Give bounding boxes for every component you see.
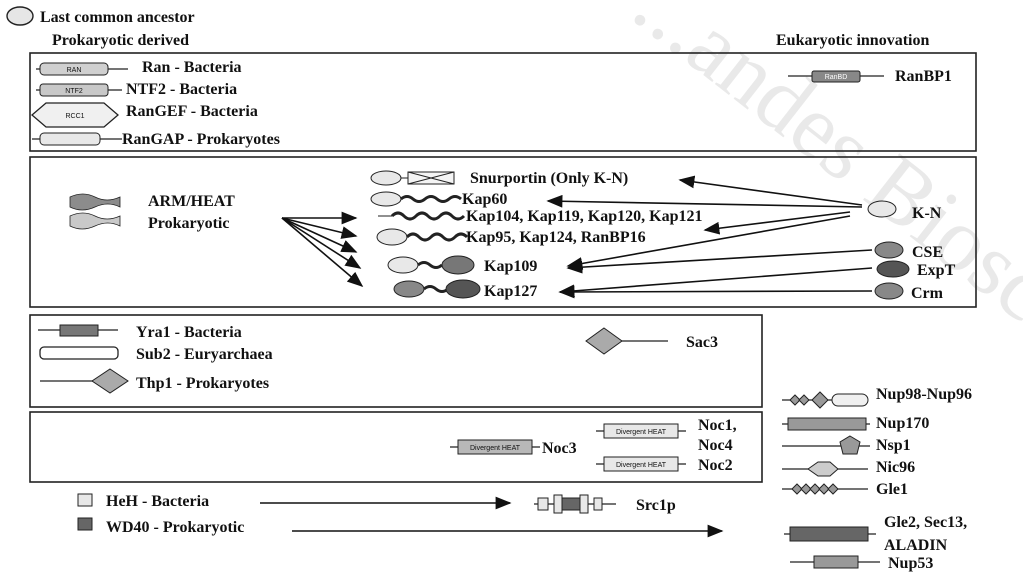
nup170-domain-icon bbox=[782, 417, 870, 431]
yra1-domain-icon bbox=[38, 324, 118, 337]
kap127-domain-icon bbox=[393, 279, 481, 299]
heh-legend-icon bbox=[77, 493, 93, 507]
cse-domain-icon bbox=[874, 241, 904, 259]
gle2-domain-icon bbox=[784, 526, 876, 542]
nup98-label: Nup98-Nup96 bbox=[876, 386, 972, 403]
armheat-dark-icon bbox=[69, 193, 121, 211]
svg-text:RanBD: RanBD bbox=[825, 74, 848, 81]
ancestor-legend-icon bbox=[6, 6, 34, 26]
ranbp1-label: RanBP1 bbox=[895, 68, 952, 85]
thp1-domain-icon bbox=[40, 368, 129, 394]
rangap-label: RanGAP - Prokaryotes bbox=[122, 131, 280, 148]
expt-label: ExpT bbox=[917, 262, 956, 279]
ranbd-domain-icon: RanBD bbox=[788, 70, 884, 83]
snurportin-domain-icon bbox=[370, 170, 455, 186]
box-noc bbox=[29, 411, 763, 483]
rcc1-domain-icon: RCC1 bbox=[31, 102, 119, 128]
kap127-label: Kap127 bbox=[484, 283, 537, 300]
armheat-light-icon bbox=[69, 212, 121, 230]
nup53-label: Nup53 bbox=[888, 555, 933, 572]
svg-text:RAN: RAN bbox=[67, 67, 82, 74]
kn-label: K-N bbox=[912, 205, 942, 222]
gle2-label: Gle2, Sec13, bbox=[884, 514, 967, 531]
ran-label: Ran - Bacteria bbox=[142, 59, 242, 76]
nup53-domain-icon bbox=[790, 555, 880, 569]
snurportin-label: Snurportin (Only K-N) bbox=[470, 170, 628, 187]
eukaryotic-arrows bbox=[546, 175, 873, 299]
box-mrna-export bbox=[29, 314, 763, 408]
sub2-label: Sub2 - Euryarchaea bbox=[136, 346, 273, 363]
nic96-label: Nic96 bbox=[876, 459, 915, 476]
cse-label: CSE bbox=[912, 244, 943, 261]
sac3-label: Sac3 bbox=[686, 334, 718, 351]
src1p-label: Src1p bbox=[636, 497, 676, 514]
svg-text:Divergent HEAT: Divergent HEAT bbox=[470, 445, 521, 452]
rangap-domain-icon bbox=[32, 132, 122, 146]
nup98-domain-icon bbox=[782, 391, 869, 409]
noc3-label: Noc3 bbox=[542, 440, 577, 457]
sac3-domain-icon bbox=[585, 327, 668, 355]
kap109-domain-icon bbox=[387, 255, 475, 275]
ntf2-domain-icon: NTF2 bbox=[36, 83, 122, 97]
armheat-prokaryotic-label: Prokaryotic bbox=[148, 215, 229, 232]
noc2-domain-icon: Divergent HEAT bbox=[596, 456, 686, 472]
ntf2-label: NTF2 - Bacteria bbox=[126, 81, 237, 98]
armheat-arrows bbox=[281, 211, 364, 288]
kap104-label: Kap104, Kap119, Kap120, Kap121 bbox=[466, 208, 703, 225]
kap109-label: Kap109 bbox=[484, 258, 537, 275]
ran-domain-icon: RAN bbox=[36, 62, 128, 76]
noc4-label: Noc4 bbox=[698, 437, 733, 454]
svg-text:Divergent HEAT: Divergent HEAT bbox=[616, 462, 667, 469]
noc1-domain-icon: Divergent HEAT bbox=[596, 423, 686, 439]
kap60-domain-icon bbox=[370, 191, 462, 207]
noc1-label: Noc1, bbox=[698, 417, 737, 434]
crm-domain-icon bbox=[874, 282, 904, 300]
gle1-label: Gle1 bbox=[876, 481, 908, 498]
noc2-label: Noc2 bbox=[698, 457, 733, 474]
prokaryotic-header: Prokaryotic derived bbox=[52, 32, 189, 49]
box-karyopherins bbox=[29, 156, 977, 308]
aladin-label: ALADIN bbox=[884, 537, 948, 554]
svg-text:Divergent HEAT: Divergent HEAT bbox=[616, 429, 667, 436]
armheat-label: ARM/HEAT bbox=[148, 193, 235, 210]
nsp1-label: Nsp1 bbox=[876, 437, 911, 454]
kap95-label: Kap95, Kap124, RanBP16 bbox=[466, 229, 646, 246]
svg-text:NTF2: NTF2 bbox=[65, 88, 83, 95]
kn-domain-icon bbox=[867, 200, 897, 218]
kap60-label: Kap60 bbox=[462, 191, 507, 208]
noc3-domain-icon: Divergent HEAT bbox=[450, 439, 540, 455]
eukaryotic-header: Eukaryotic innovation bbox=[776, 32, 929, 49]
yra1-label: Yra1 - Bacteria bbox=[136, 324, 242, 341]
gle1-domain-icon bbox=[782, 483, 868, 495]
nup170-label: Nup170 bbox=[876, 415, 929, 432]
heh-label: HeH - Bacteria bbox=[106, 493, 209, 510]
expt-domain-icon bbox=[876, 260, 910, 278]
sub2-domain-icon bbox=[39, 346, 119, 360]
crm-label: Crm bbox=[911, 285, 944, 302]
src1p-domain-icon bbox=[534, 494, 616, 514]
nsp1-domain-icon bbox=[782, 435, 870, 455]
wd40-legend-icon bbox=[77, 517, 93, 531]
rangef-label: RanGEF - Bacteria bbox=[126, 103, 258, 120]
ancestor-legend-label: Last common ancestor bbox=[40, 9, 195, 26]
nic96-domain-icon bbox=[782, 461, 868, 477]
kap104-domain-icon bbox=[378, 211, 466, 221]
thp1-label: Thp1 - Prokaryotes bbox=[136, 375, 269, 392]
wd40-label: WD40 - Prokaryotic bbox=[106, 519, 244, 536]
kap95-domain-icon bbox=[376, 228, 469, 246]
svg-text:RCC1: RCC1 bbox=[65, 113, 84, 120]
box-ran-system bbox=[29, 52, 977, 152]
